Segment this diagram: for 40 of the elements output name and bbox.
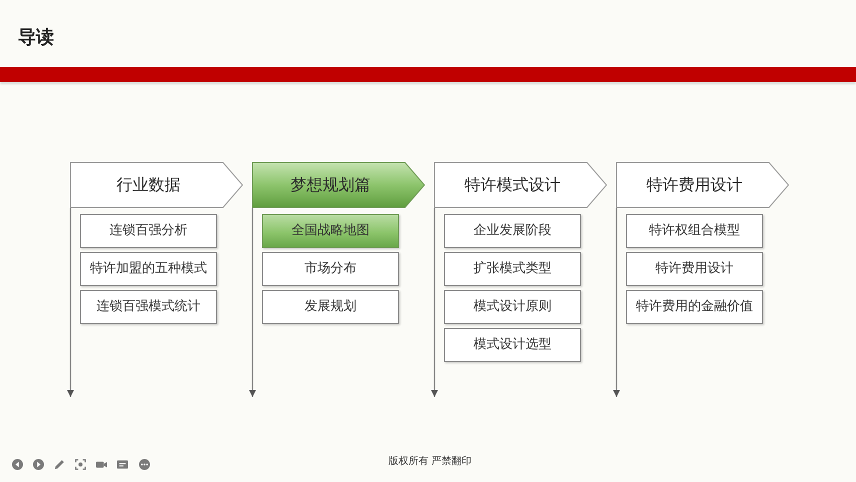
topic-box: [626, 290, 763, 324]
topic-box: [444, 328, 581, 362]
topic-label: 特许费用设计: [656, 261, 734, 277]
topic-label: 全国战略地图: [292, 223, 370, 239]
page-title: 导读: [18, 27, 54, 49]
timeline-arrow: [67, 208, 74, 397]
topic-label: 市场分布: [304, 261, 356, 277]
timeline-arrow: [249, 208, 256, 397]
topic-box: [262, 252, 399, 286]
topic-box: [444, 290, 581, 324]
chevron-step: [616, 162, 789, 208]
chevron-step: [252, 162, 425, 208]
step-title: 梦想规划篇: [290, 175, 370, 195]
chevron-step: [70, 162, 243, 208]
timeline-arrow: [431, 208, 438, 397]
topic-label: 特许加盟的五种模式: [90, 261, 207, 277]
topic-box: [80, 290, 217, 324]
topic-label: 连锁百强分析: [110, 223, 188, 239]
topic-label: 发展规划: [304, 299, 356, 315]
copyright-note: 版权所有 严禁翻印: [388, 456, 472, 468]
step-title: 特许模式设计: [464, 175, 560, 195]
topic-box: [626, 214, 763, 248]
topic-box: [80, 214, 217, 248]
topic-label: 扩张模式类型: [474, 261, 552, 277]
topic-box: [262, 214, 399, 248]
topic-box: [626, 252, 763, 286]
chevron-step: [434, 162, 607, 208]
topic-box: [80, 252, 217, 286]
step-title: 行业数据: [116, 175, 180, 195]
topic-box: [444, 214, 581, 248]
timeline-arrow: [613, 208, 620, 397]
topic-label: 特许费用的金融价值: [636, 299, 753, 315]
topic-label: 特许权组合模型: [649, 223, 740, 239]
topic-label: 模式设计选型: [474, 337, 552, 353]
topic-label: 企业发展阶段: [474, 223, 552, 239]
step-title: 特许费用设计: [646, 175, 742, 195]
topic-box: [444, 252, 581, 286]
topic-label: 模式设计原则: [474, 299, 552, 315]
topic-box: [262, 290, 399, 324]
topic-label: 连锁百强模式统计: [96, 299, 200, 315]
